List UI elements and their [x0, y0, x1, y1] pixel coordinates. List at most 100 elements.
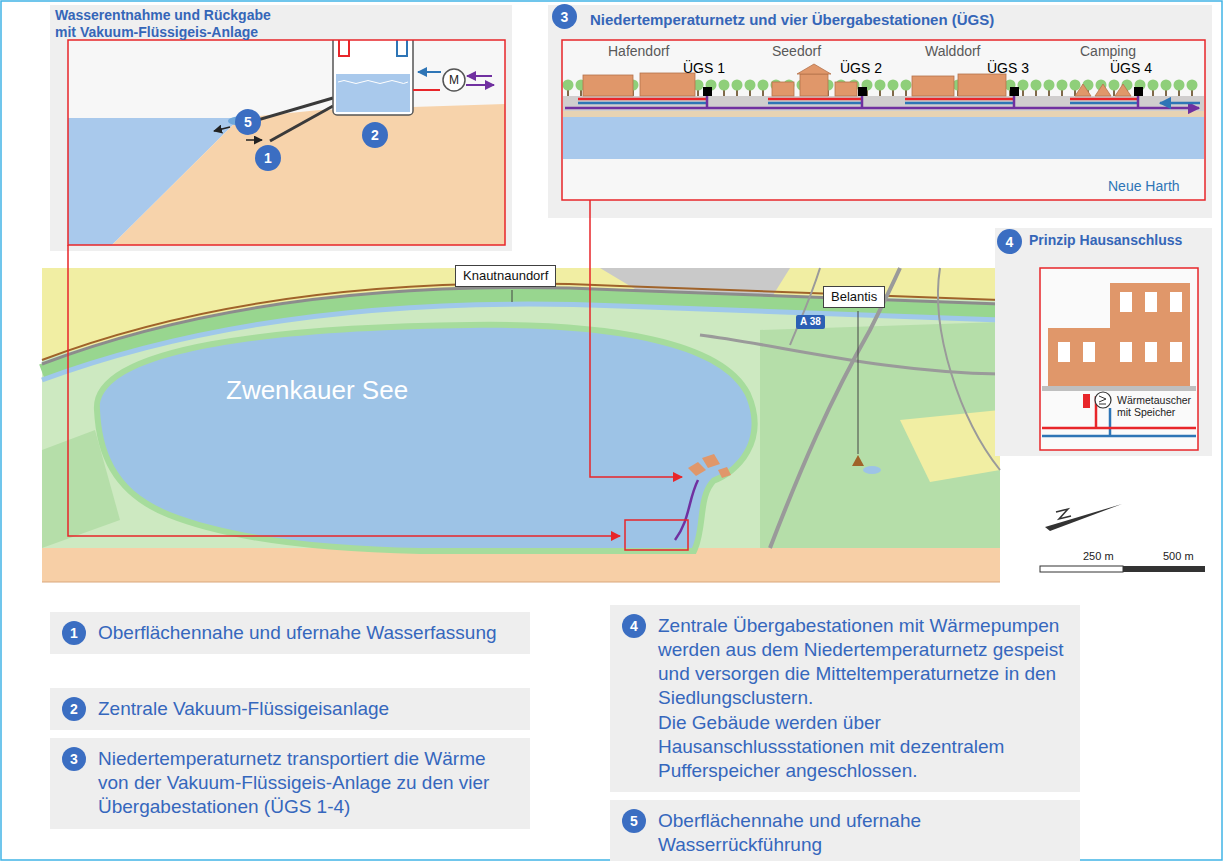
- intake-illustration: [333, 40, 413, 115]
- callout-number: 3: [552, 4, 577, 29]
- callout-number: 1: [62, 621, 86, 645]
- roads: [700, 335, 1000, 374]
- detail-panel: Wasserentnahme und Rückgabe mit Vakuum-F…: [50, 5, 512, 251]
- window: [1058, 292, 1182, 362]
- north-arrow: [1045, 504, 1122, 531]
- tree-symbol: [723, 90, 725, 96]
- place-markers: [863, 466, 881, 474]
- intake-illustration: [466, 84, 494, 86]
- intake-illustration: [112, 104, 505, 245]
- explanation-box: Zentrale Vakuum-Flüssigeisanlage2: [50, 688, 530, 730]
- network-illustration: [563, 117, 1204, 159]
- tree-symbol: [758, 80, 769, 97]
- house-symbol: [912, 76, 954, 96]
- tree-symbol: [892, 90, 894, 96]
- house-symbol: [958, 74, 1006, 96]
- tree-symbol: [888, 80, 899, 97]
- callout-number-text: 5: [244, 115, 252, 129]
- place-label: Knautnaundorf: [455, 265, 556, 287]
- callout-number-text: 2: [70, 702, 78, 716]
- settlement-name: Seedorf: [772, 43, 821, 60]
- callout-number: 5: [622, 809, 646, 833]
- transfer-station: [1134, 87, 1143, 96]
- tree-symbol: [1187, 80, 1198, 97]
- map-block: [900, 410, 1000, 482]
- intake-illustration: [68, 40, 505, 245]
- intake-illustration: [254, 98, 333, 121]
- tree-symbol: [745, 80, 756, 91]
- tree-symbol: [719, 80, 730, 97]
- transfer-station: [703, 87, 712, 96]
- tree-symbol: [580, 90, 582, 96]
- transfer-station: [703, 87, 1143, 96]
- house-connection-illustration: [1048, 283, 1190, 386]
- house-connection-illustration: [1040, 268, 1198, 450]
- tree-symbol: [719, 80, 730, 91]
- lake: [100, 328, 752, 548]
- tree-symbol: [1148, 80, 1159, 91]
- tree-symbol: [749, 90, 751, 96]
- window: [1083, 342, 1095, 362]
- tree-symbol: [758, 80, 769, 91]
- scale-bar: [1040, 566, 1123, 572]
- map-block: [42, 268, 1000, 582]
- tree-symbol: [1187, 80, 1198, 91]
- house-symbol: [797, 64, 831, 74]
- house-connection-illustration: [1040, 268, 1198, 450]
- explanation-text: Die Gebäude werden über Hausanschlusssta…: [658, 711, 1064, 783]
- tree-symbol: [1161, 80, 1172, 97]
- tree-symbol: [905, 90, 907, 96]
- place-markers: [512, 290, 513, 302]
- tree-symbol: [563, 80, 574, 91]
- tree-symbol: [563, 80, 574, 97]
- window: [1120, 342, 1132, 362]
- settlement-cluster: [625, 520, 688, 550]
- roads: [790, 268, 820, 345]
- intake-illustration: [246, 139, 262, 141]
- callout-number: 2: [362, 122, 388, 148]
- motorway-sign: A 38: [796, 315, 825, 329]
- callout-number: 3: [62, 747, 86, 771]
- intake-illustration: [418, 71, 441, 73]
- house-connection-illustration: [995, 228, 1212, 456]
- callout-number-text: 3: [70, 752, 78, 766]
- scale-bar: [1040, 566, 1205, 572]
- network-illustration: [562, 40, 1205, 200]
- tree-symbol: [1022, 90, 1024, 96]
- network-illustration: [563, 96, 1204, 111]
- road-number: A 38: [800, 316, 821, 328]
- settlement-name: Walddorf: [925, 43, 981, 60]
- roads: [770, 268, 900, 548]
- tree-symbol: [732, 80, 743, 91]
- settlement-cluster: [718, 467, 731, 478]
- intake-illustration: [68, 40, 505, 245]
- tree-symbol: [1135, 80, 1146, 97]
- house-connection-illustration: [1095, 392, 1111, 408]
- house-symbol: [772, 82, 794, 96]
- lake-name: Neue Harth: [1108, 178, 1180, 195]
- place-name: Belantis: [831, 289, 877, 305]
- house-connection-illustration: [1083, 394, 1090, 408]
- callout-number: 1: [255, 145, 281, 171]
- explanation-box: Niedertemperaturnetz transportiert die W…: [50, 738, 530, 828]
- tree-symbol: [1191, 90, 1193, 96]
- house-symbol: [1075, 84, 1091, 96]
- station-label: ÜGS 1: [683, 60, 725, 77]
- window: [1145, 292, 1157, 312]
- scale-label: 250 m: [1083, 550, 1114, 563]
- tree-symbol: [1174, 80, 1185, 97]
- tree-symbol: [1165, 90, 1167, 96]
- tree-symbol: [1113, 90, 1115, 96]
- detail-panel: Prinzip Hausanschluss4: [995, 228, 1212, 456]
- explanation-box: Oberflächennahe und ufernahe Wasserrückf…: [610, 800, 1080, 861]
- callout-number-text: 1: [264, 151, 272, 165]
- intake-illustration: [50, 5, 512, 251]
- pipe: [707, 96, 1138, 108]
- place-label: Belantis: [823, 286, 885, 308]
- tree-symbol: [1057, 80, 1068, 91]
- tree-symbol: [1178, 90, 1180, 96]
- settlement-cluster: [688, 462, 706, 476]
- network-illustration: [548, 5, 1212, 218]
- tree-symbol: [1070, 80, 1081, 91]
- roads: [700, 268, 1000, 548]
